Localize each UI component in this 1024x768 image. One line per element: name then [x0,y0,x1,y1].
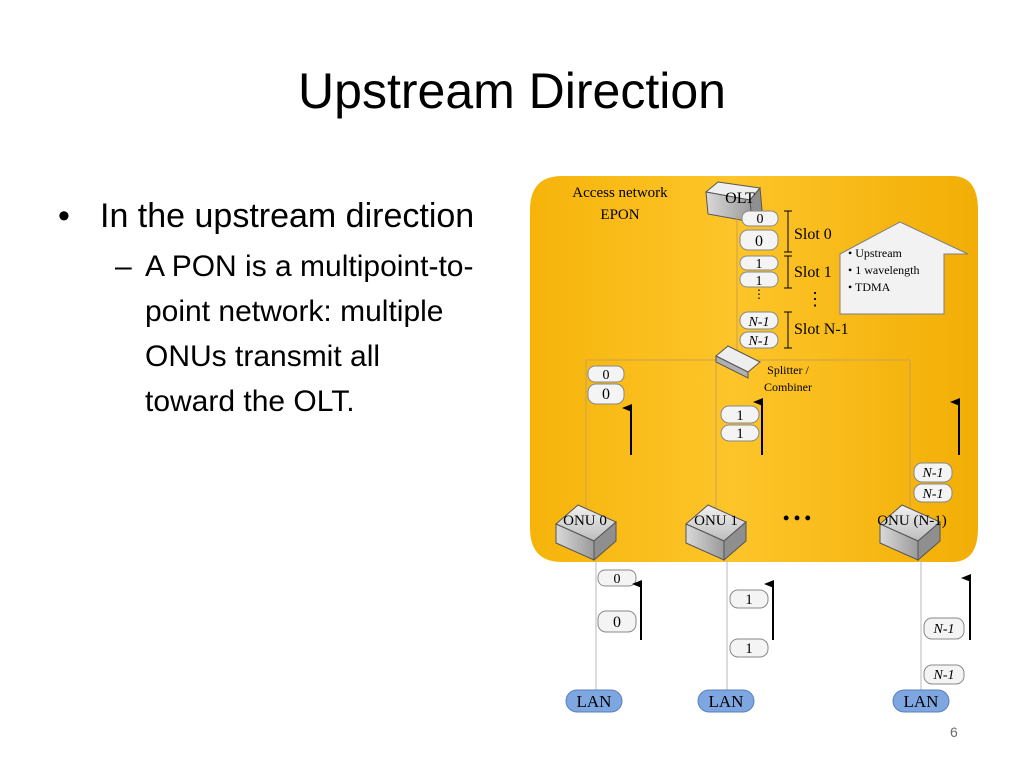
svg-text:1: 1 [736,426,744,442]
bullet-level1: • In the upstream direction [58,190,478,242]
onu-device-0 [555,504,617,562]
bullet-dash: – [115,250,132,283]
svg-text:1: 1 [756,257,763,272]
upstream-note-2: • 1 wavelength [848,263,920,277]
bullet-level2: – A PON is a multipoint-to-point network… [58,244,478,424]
slot-ellipsis: ⋮ [806,289,824,309]
network-label-1: Access network [572,185,668,201]
upstream-arrows-lan [632,574,971,640]
svg-text:0: 0 [603,368,610,383]
splitter-label-2: Combiner [764,380,812,394]
svg-text:N-1: N-1 [922,487,944,502]
svg-text:N-1: N-1 [748,315,770,330]
svg-text:1: 1 [736,408,744,424]
onu-ellipsis: • • • [783,508,811,528]
slot-label-1: Slot 1 [794,264,832,281]
bullet-level1-text: In the upstream direction [100,197,475,235]
svg-text:0: 0 [757,212,764,227]
svg-text:0: 0 [755,233,763,250]
svg-text:LAN: LAN [577,692,612,711]
slot-label-n1: Slot N-1 [794,321,849,338]
splitter-device [715,345,761,379]
onu-device-1 [685,504,747,562]
lan-packets: 0 0 1 1 N-1 N-1 [597,569,965,685]
svg-text:LAN: LAN [709,692,744,711]
onu-label-1: ONU 1 [694,513,738,529]
slide-number: 6 [950,724,958,740]
slot-brackets [784,210,792,349]
network-label-2: EPON [600,207,639,223]
bullet-level2-text: A PON is a multipoint-to-point network: … [145,250,474,418]
onu-label-n1: ONU (N-1) [877,513,947,529]
onu-device-n1 [879,504,941,562]
upstream-arrows-inner [622,398,960,455]
svg-text:N-1: N-1 [922,466,944,481]
svg-text:1: 1 [745,641,753,657]
svg-text:0: 0 [602,386,610,403]
svg-text:LAN: LAN [904,692,939,711]
epon-packets: 0 0 1 1 N-1 N-1 [587,365,953,503]
upstream-note-3: • TDMA [848,280,891,294]
svg-text:N-1: N-1 [933,622,955,637]
lan-lines [595,560,922,692]
olt-packets: 0 0 1 1 N-1 N-1 ⋮ [739,210,779,349]
upstream-callout [839,221,969,315]
svg-text:0: 0 [614,572,621,587]
splitter-label-1: Splitter / [767,363,809,377]
lan-nodes: LAN LAN LAN [565,689,950,713]
svg-text:⋮: ⋮ [753,287,765,301]
slide-title: Upstream Direction [298,63,726,119]
svg-text:0: 0 [613,614,621,631]
svg-text:N-1: N-1 [748,334,770,349]
svg-text:N-1: N-1 [933,668,955,683]
olt-device [704,181,763,224]
svg-text:1: 1 [756,274,763,289]
bullet-list: • In the upstream direction – A PON is a… [58,190,478,424]
upstream-note-1: • Upstream [848,246,903,260]
slot-label-0: Slot 0 [794,226,832,243]
svg-text:1: 1 [745,592,753,608]
bullet-dot: • [58,197,70,235]
onu-label-0: ONU 0 [563,513,607,529]
olt-label: OLT [725,190,755,207]
